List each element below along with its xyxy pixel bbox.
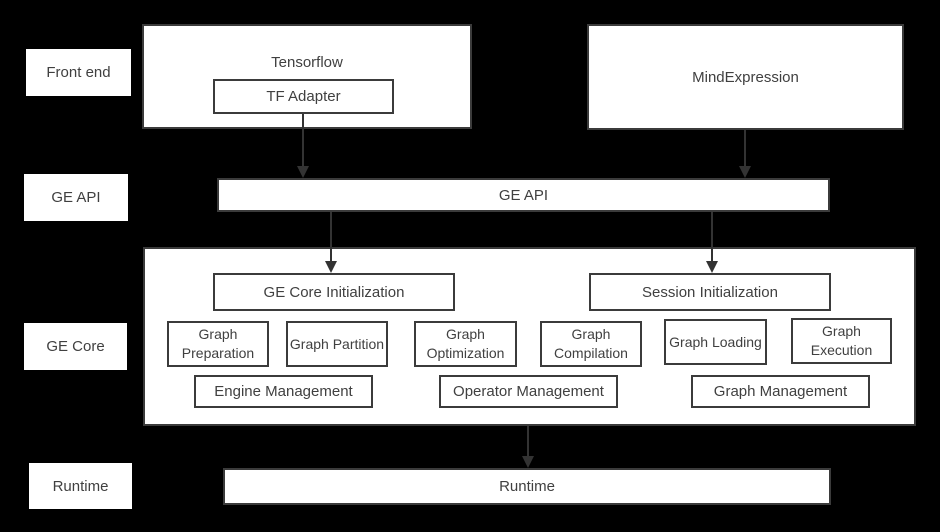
mindexpression-box: MindExpression — [587, 24, 904, 130]
tf-adapter-box: TF Adapter — [213, 79, 394, 114]
graph-partition-box: Graph Partition — [286, 321, 388, 367]
tensorflow-label: Tensorflow — [271, 54, 343, 71]
arrow-mindexpression-to-ge-api — [739, 130, 751, 178]
side-label-front-end: Front end — [26, 49, 131, 96]
tensorflow-box: Tensorflow TF Adapter — [142, 24, 472, 129]
arrow-ge-api-to-session-initialization — [706, 212, 718, 273]
arrow-head-icon — [325, 261, 337, 273]
arrow-stem — [527, 426, 529, 457]
graph-management-box: Graph Management — [691, 375, 870, 408]
ge-core-box: GE Core Initialization Session Initializ… — [143, 247, 916, 426]
side-label-ge-core: GE Core — [24, 323, 127, 370]
graph-optimization-box: Graph Optimization — [414, 321, 517, 367]
operator-management-box: Operator Management — [439, 375, 618, 408]
arrow-head-icon — [522, 456, 534, 468]
arrow-ge-core-to-runtime — [522, 426, 534, 468]
arrow-tf-adapter-to-ge-api — [297, 114, 309, 178]
arrow-stem — [711, 212, 713, 262]
engine-management-box: Engine Management — [194, 375, 373, 408]
ge-core-initialization-box: GE Core Initialization — [213, 273, 455, 311]
arrow-stem — [302, 114, 304, 167]
arrow-head-icon — [297, 166, 309, 178]
runtime-bar: Runtime — [223, 468, 831, 505]
ge-api-bar: GE API — [217, 178, 830, 212]
session-initialization-box: Session Initialization — [589, 273, 831, 311]
arrow-head-icon — [739, 166, 751, 178]
arrow-stem — [744, 130, 746, 167]
graph-preparation-box: Graph Preparation — [167, 321, 269, 367]
side-label-runtime: Runtime — [29, 463, 132, 509]
arrow-ge-api-to-ge-core-initialization — [325, 212, 337, 273]
arrow-stem — [330, 212, 332, 262]
graph-execution-box: Graph Execution — [791, 318, 892, 364]
arrow-head-icon — [706, 261, 718, 273]
side-label-ge-api: GE API — [24, 174, 128, 221]
graph-loading-box: Graph Loading — [664, 319, 767, 365]
graph-compilation-box: Graph Compilation — [540, 321, 642, 367]
